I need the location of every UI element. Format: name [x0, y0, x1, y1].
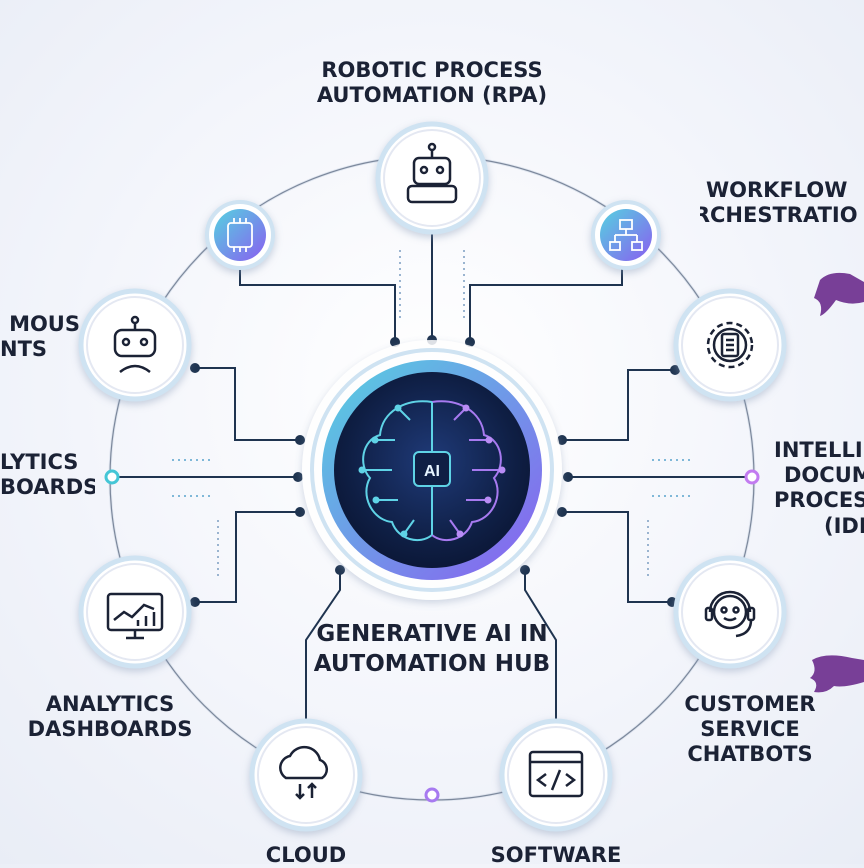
bot-icon — [113, 315, 157, 374]
label-workflow-line2: ORCHESTRATIO — [700, 203, 858, 228]
hub-title: GENERATIVE AI IN AUTOMATION HUB — [0, 620, 864, 680]
label-cloud: CLOUD — [226, 843, 386, 868]
node-small-top-left[interactable] — [205, 200, 275, 270]
node-analytics[interactable] — [78, 555, 192, 669]
label-idp: INTELLI DOCUM PROCES (IDI — [774, 438, 864, 539]
label-cloud-line1: CLOUD — [265, 843, 347, 867]
node-agents[interactable] — [78, 288, 192, 402]
label-analytics-left: LYTICS BOARDS — [0, 450, 95, 500]
label-idp-line2: DOCUM — [784, 463, 864, 488]
node-rpa[interactable] — [375, 121, 489, 235]
node-idp[interactable] — [673, 288, 787, 402]
circuit-chip-icon — [227, 218, 253, 252]
chart-monitor-icon — [106, 592, 164, 640]
gear-document-icon — [706, 321, 754, 369]
label-analytics-line2: DASHBOARDS — [27, 717, 193, 742]
label-agents-line2: NTS — [0, 337, 48, 362]
robot-icon — [406, 142, 458, 204]
ring-accent-dots — [104, 469, 760, 803]
label-workflow-line1: WORKFLOW — [706, 178, 848, 202]
node-chatbots[interactable] — [673, 555, 787, 669]
label-chatbots-line1: CUSTOMER — [684, 692, 816, 716]
label-chatbots-line3: CHATBOTS — [687, 742, 813, 767]
central-hub[interactable]: AI — [302, 340, 562, 600]
label-chatbots-line2: SERVICE — [700, 717, 800, 742]
code-window-icon — [528, 750, 584, 798]
node-software[interactable] — [499, 718, 613, 832]
label-analytics-left-line1: LYTICS — [0, 450, 79, 474]
label-agents-line1: MOUS — [9, 312, 80, 336]
node-workflow[interactable] — [591, 200, 661, 270]
label-analytics-line1: ANALYTICS — [45, 692, 175, 716]
hub-title-line2: AUTOMATION HUB — [313, 650, 551, 677]
decorative-dashes — [172, 250, 692, 580]
label-analytics: ANALYTICS DASHBOARDS — [10, 692, 210, 742]
label-software: SOFTWARE — [466, 843, 646, 868]
ai-chip — [413, 451, 451, 487]
label-idp-line4: (IDI — [824, 513, 864, 538]
label-agents: MOUS NTS — [0, 312, 80, 362]
label-idp-line3: PROCES — [774, 488, 864, 513]
cloud-upload-icon — [279, 745, 329, 800]
ai-chip-label: AI — [424, 463, 440, 480]
decorative-splash — [810, 272, 864, 693]
label-software-line1: SOFTWARE — [490, 843, 622, 867]
label-analytics-left-line2: BOARDS — [0, 475, 95, 500]
connector-lines — [119, 231, 753, 733]
label-rpa-line1: ROBOTIC PROCESS — [321, 58, 543, 82]
label-idp-line1: INTELLI — [774, 438, 863, 462]
label-chatbots: CUSTOMER SERVICE CHATBOTS — [660, 692, 840, 768]
label-rpa: ROBOTIC PROCESS AUTOMATION (RPA) — [0, 58, 864, 108]
label-workflow: WORKFLOW ORCHESTRATIO — [700, 178, 864, 228]
flowchart-icon — [609, 219, 643, 251]
node-cloud[interactable] — [249, 718, 363, 832]
label-rpa-line2: AUTOMATION (RPA) — [316, 83, 548, 108]
hub-title-line1: GENERATIVE AI IN — [316, 621, 548, 647]
headset-bot-icon — [704, 590, 756, 638]
